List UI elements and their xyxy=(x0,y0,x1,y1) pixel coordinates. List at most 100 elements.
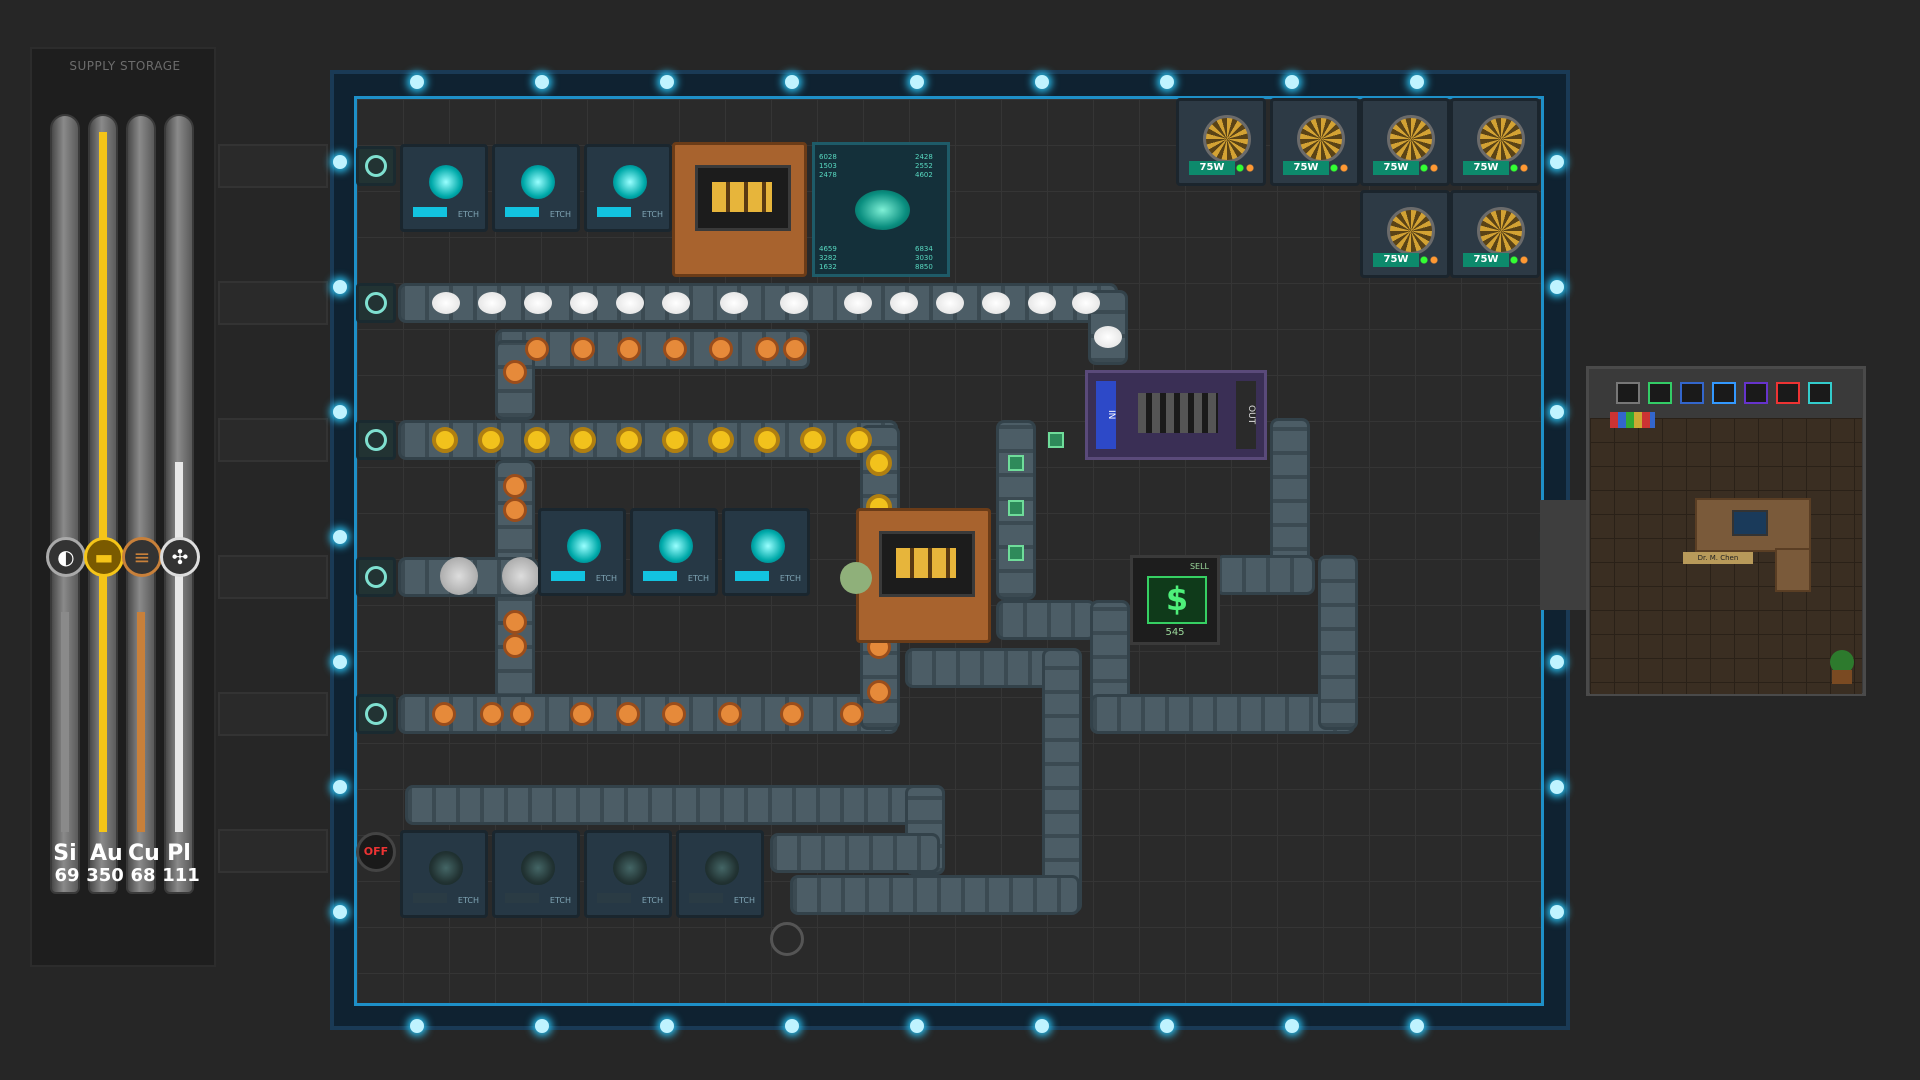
assembler-machine[interactable] xyxy=(856,508,991,643)
power-generator[interactable]: 75W xyxy=(1450,190,1540,278)
etch-label: ETCH xyxy=(687,574,709,583)
staff-icon[interactable] xyxy=(1808,382,1832,404)
assembler-machine[interactable] xyxy=(672,142,807,277)
etcher-machine-idle[interactable]: ETCH xyxy=(676,830,764,918)
scanner-machine[interactable]: 6028 1503 2478 2428 2552 4602 4659 3282 … xyxy=(812,142,950,277)
staff-icon[interactable] xyxy=(1744,382,1768,404)
status-lights xyxy=(1235,163,1255,173)
turbine-icon xyxy=(1387,207,1435,255)
wafer-item xyxy=(1094,326,1122,348)
etcher-machine[interactable]: ETCH xyxy=(400,144,488,232)
etch-label: ETCH xyxy=(457,896,479,905)
copper-item xyxy=(617,337,641,361)
gold-item xyxy=(754,427,780,453)
staff-icon[interactable] xyxy=(1616,382,1640,404)
etcher-machine-idle[interactable]: ETCH xyxy=(400,830,488,918)
etcher-machine[interactable]: ETCH xyxy=(630,508,718,596)
conveyor-belt[interactable] xyxy=(996,420,1036,600)
silicon-item xyxy=(440,557,478,595)
dollar-icon: $ xyxy=(1147,576,1207,624)
copper-item xyxy=(503,610,527,634)
conveyor-belt[interactable] xyxy=(790,875,1080,915)
gold-item xyxy=(708,427,734,453)
etcher-core xyxy=(613,165,647,199)
resource-source[interactable] xyxy=(356,694,396,734)
conveyor-belt[interactable] xyxy=(405,785,945,825)
resource-source[interactable] xyxy=(356,557,396,597)
conveyor-belt[interactable] xyxy=(770,833,940,873)
computer-monitor[interactable] xyxy=(1732,510,1768,536)
gold-item xyxy=(616,427,642,453)
frame-led xyxy=(333,905,347,919)
etcher-machine-idle[interactable]: ETCH xyxy=(584,830,672,918)
scanner-readout: 6834 xyxy=(915,245,933,253)
scanner-readout: 1503 xyxy=(819,162,837,170)
conveyor-belt[interactable] xyxy=(1042,648,1082,913)
wafer-item xyxy=(570,292,598,314)
sell-terminal[interactable]: SELL $ 545 xyxy=(1130,555,1220,645)
supply-feed xyxy=(218,144,328,188)
copper-tube[interactable]: Cu 68 xyxy=(126,114,160,894)
resource-source[interactable] xyxy=(356,420,396,460)
copper-item xyxy=(718,702,742,726)
conveyor-belt[interactable] xyxy=(398,694,898,734)
io-slots xyxy=(1138,393,1218,433)
copper-item xyxy=(432,702,456,726)
plastic-symbol: Pl xyxy=(167,841,191,866)
conveyor-belt[interactable] xyxy=(1270,418,1310,578)
etch-label: ETCH xyxy=(641,896,663,905)
etcher-progress xyxy=(505,207,539,217)
resource-source[interactable] xyxy=(356,283,396,323)
power-generator[interactable]: 75W xyxy=(1360,98,1450,186)
etcher-machine[interactable]: ETCH xyxy=(584,144,672,232)
power-generator[interactable]: 75W xyxy=(1176,98,1266,186)
conveyor-belt[interactable] xyxy=(1090,600,1130,710)
supply-feed xyxy=(218,418,328,462)
frame-led xyxy=(910,1019,924,1033)
etcher-progress xyxy=(643,571,677,581)
copper-item xyxy=(709,337,733,361)
book-icon[interactable] xyxy=(1648,382,1672,404)
copper-item xyxy=(503,634,527,658)
frame-led xyxy=(660,75,674,89)
conveyor-belt[interactable] xyxy=(1318,555,1358,730)
supply-feed xyxy=(218,692,328,736)
conveyor-belt[interactable] xyxy=(398,283,1118,323)
frame-led xyxy=(333,780,347,794)
copper-fill xyxy=(137,612,145,832)
diamond-icon[interactable] xyxy=(1776,382,1800,404)
silicon-icon[interactable]: ◐ xyxy=(46,537,86,577)
frame-led xyxy=(660,1019,674,1033)
etcher-machine[interactable]: ETCH xyxy=(722,508,810,596)
power-generator[interactable]: 75W xyxy=(1360,190,1450,278)
gold-item xyxy=(524,427,550,453)
off-switch[interactable]: OFF xyxy=(356,832,396,872)
copper-coil-icon[interactable]: ≡ xyxy=(122,537,162,577)
conveyor-belt[interactable] xyxy=(996,600,1096,640)
conveyor-belt[interactable] xyxy=(1090,694,1355,734)
io-processor[interactable]: IN OUT xyxy=(1085,370,1267,460)
gear-icon[interactable] xyxy=(770,922,804,956)
etcher-machine[interactable]: ETCH xyxy=(492,144,580,232)
etcher-machine-idle[interactable]: ETCH xyxy=(492,830,580,918)
etcher-core xyxy=(659,529,693,563)
plastic-icon[interactable]: ✣ xyxy=(160,537,200,577)
plastic-fill xyxy=(175,462,183,832)
power-generator[interactable]: 75W xyxy=(1450,98,1540,186)
globe-icon[interactable] xyxy=(1712,382,1736,404)
plastic-tube[interactable]: Pl 111 xyxy=(162,114,200,894)
gold-tube[interactable]: Au 350 xyxy=(86,114,124,894)
gold-bar-icon[interactable]: ▬ xyxy=(84,537,124,577)
wafer-item xyxy=(982,292,1010,314)
gold-item xyxy=(846,427,872,453)
wafer-item xyxy=(936,292,964,314)
power-generator[interactable]: 75W xyxy=(1270,98,1360,186)
conveyor-belt[interactable] xyxy=(1215,555,1315,595)
chip-item xyxy=(1008,545,1024,561)
etcher-machine[interactable]: ETCH xyxy=(538,508,626,596)
resource-source[interactable] xyxy=(356,146,396,186)
staff-icon[interactable] xyxy=(1680,382,1704,404)
frame-led xyxy=(1550,655,1564,669)
silicon-tube[interactable]: Si 69 xyxy=(50,114,80,894)
frame-led xyxy=(535,75,549,89)
